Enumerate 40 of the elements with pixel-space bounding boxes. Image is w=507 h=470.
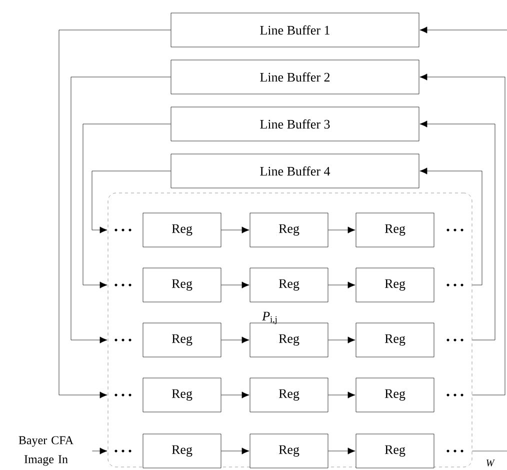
arrow: [328, 392, 356, 398]
arrow: [82, 124, 171, 288]
buffer-box: Line Buffer 1: [170, 12, 420, 48]
arrow: [92, 448, 108, 454]
register-box: Reg: [356, 322, 434, 358]
register-box: Reg: [142, 434, 222, 468]
register-box: Reg: [250, 212, 328, 248]
buffer-box: Line Buffer 2: [170, 60, 420, 94]
arrow: [420, 74, 506, 396]
register-box: Reg: [142, 212, 222, 248]
arrow: [328, 282, 356, 288]
register-box: Reg: [142, 268, 222, 302]
buffer-box: Line Buffer 4: [170, 154, 420, 188]
arrow: [221, 448, 250, 454]
arrow: [221, 282, 250, 288]
register-box: Reg: [250, 434, 328, 468]
arrow: [58, 30, 171, 398]
arrow: [221, 392, 250, 398]
register-box: Reg: [250, 268, 328, 302]
register-box: Reg: [356, 268, 434, 302]
register-box: Reg: [250, 378, 328, 412]
arrow: [328, 226, 356, 234]
arrow: [92, 170, 171, 234]
register-box: Reg: [356, 434, 434, 468]
buffer-box: Line Buffer 3: [170, 106, 420, 142]
arrow: [420, 120, 496, 340]
register-box: Reg: [356, 212, 434, 248]
arrow: [420, 26, 507, 34]
register-box: Reg: [142, 378, 222, 412]
register-box: Reg: [142, 322, 222, 358]
arrow: [70, 76, 171, 344]
arrow: [221, 226, 250, 234]
arrow: [221, 336, 250, 344]
register-box: Reg: [356, 378, 434, 412]
edge-label: W: [486, 460, 495, 466]
pixel-label: P$_{i,j}$: [262, 312, 277, 324]
arrow: [328, 336, 356, 344]
arrow: [328, 448, 356, 454]
input-label: Bayer CFA Image In: [18, 436, 74, 466]
arrow: [420, 168, 482, 286]
